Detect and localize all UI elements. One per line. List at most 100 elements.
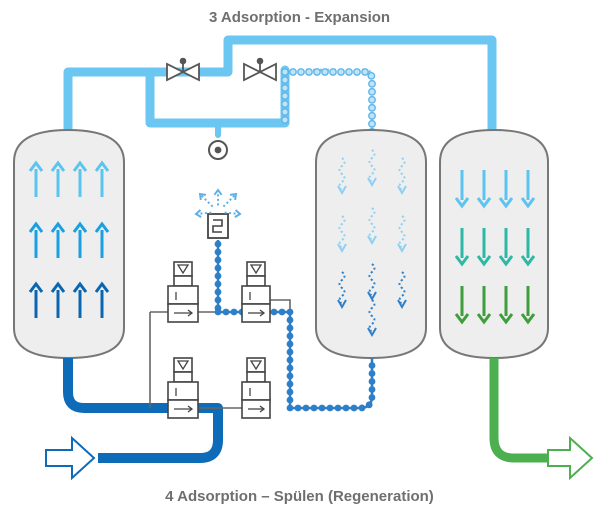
pipe-dot bbox=[286, 308, 294, 316]
pipe-dot bbox=[358, 404, 366, 412]
flow-arrow bbox=[94, 160, 110, 197]
solenoid-valve-icon bbox=[167, 357, 199, 419]
solenoid-valve-icon bbox=[241, 357, 271, 419]
right-adsorber bbox=[439, 128, 549, 360]
pipe-dot bbox=[361, 68, 369, 76]
pipe-dot bbox=[278, 308, 286, 316]
flow-arrow bbox=[498, 228, 514, 267]
expansion-wave bbox=[337, 157, 347, 196]
outlet-pipe bbox=[489, 358, 548, 463]
top-caption: 3 Adsorption - Expansion bbox=[208, 9, 391, 26]
exhaust-arrow bbox=[224, 209, 242, 218]
butterfly-valve-icon bbox=[166, 57, 200, 82]
flow-arrow bbox=[454, 286, 470, 325]
flow-arrow bbox=[520, 286, 536, 325]
flow-arrow bbox=[520, 170, 536, 209]
pipe-dot bbox=[326, 404, 334, 412]
outlet-arrow-icon bbox=[547, 435, 594, 481]
pipe-dot bbox=[286, 324, 294, 332]
exhaust-arrows bbox=[194, 188, 242, 218]
purge-dotted-markers bbox=[214, 240, 376, 412]
pipe-dot bbox=[310, 404, 318, 412]
expansion-wave bbox=[367, 263, 377, 302]
pipe-dot bbox=[297, 68, 305, 76]
flow-arrow bbox=[50, 160, 66, 197]
pipe-dot bbox=[214, 248, 222, 256]
pipe-dot bbox=[368, 386, 376, 393]
top-pipe bbox=[63, 35, 497, 145]
pressure-gauge-icon bbox=[208, 140, 228, 160]
pipe-dot bbox=[329, 68, 337, 76]
pipe-dot bbox=[368, 103, 376, 112]
pipe-dot bbox=[230, 308, 238, 316]
pipe-dot bbox=[214, 256, 222, 264]
right-flow-arrows bbox=[454, 170, 536, 325]
expansion-wave bbox=[397, 215, 407, 254]
pipe-dot bbox=[368, 370, 376, 377]
pipe-dot bbox=[214, 308, 222, 316]
pipe-dot bbox=[281, 84, 289, 92]
flow-arrow bbox=[72, 160, 88, 197]
bottom-caption: 4 Adsorption – Spülen (Regeneration) bbox=[165, 488, 434, 505]
flow-arrow bbox=[50, 281, 66, 318]
inlet-arrow-icon bbox=[45, 435, 96, 481]
flow-arrow bbox=[94, 281, 110, 318]
butterfly-valve-icon bbox=[243, 57, 277, 82]
pipe-dot bbox=[365, 401, 373, 409]
pipe-dot bbox=[318, 404, 326, 412]
pipe-dot bbox=[367, 71, 376, 80]
pipe-dot bbox=[342, 404, 350, 412]
top-dotted-markers bbox=[281, 68, 376, 136]
pipe-dot bbox=[286, 380, 294, 388]
pipe-dot bbox=[281, 68, 289, 76]
pipe-dot bbox=[214, 272, 222, 280]
pipe-dot bbox=[313, 68, 321, 76]
expansion-wave bbox=[367, 207, 377, 246]
pipe-dot bbox=[368, 95, 376, 104]
pipe-dot bbox=[281, 92, 289, 100]
middle-expansion-waves bbox=[337, 149, 407, 338]
expansion-wave bbox=[367, 299, 377, 338]
flow-arrow bbox=[454, 228, 470, 267]
pipe-dot bbox=[368, 87, 376, 96]
flow-arrow bbox=[520, 228, 536, 267]
flow-arrow bbox=[72, 281, 88, 318]
exhaust-arrow bbox=[222, 192, 238, 208]
flow-arrow bbox=[476, 286, 492, 325]
flow-arrow bbox=[498, 286, 514, 325]
solenoid-valve-group bbox=[167, 261, 271, 419]
pipe-dot bbox=[345, 68, 353, 76]
pipe-dot bbox=[286, 348, 294, 356]
pipe-dot bbox=[214, 264, 222, 272]
pipe-dot bbox=[286, 340, 294, 348]
pipe-dot bbox=[286, 404, 294, 412]
pipe-dot bbox=[214, 240, 222, 248]
pipe-dot bbox=[281, 100, 289, 108]
expansion-wave bbox=[397, 157, 407, 196]
flow-arrow bbox=[28, 281, 44, 318]
exhaust-silencer-icon bbox=[207, 213, 229, 239]
pipe-dot bbox=[353, 68, 361, 76]
expansion-wave bbox=[337, 271, 347, 310]
pipe-dot bbox=[368, 119, 376, 128]
middle-adsorber bbox=[315, 128, 427, 360]
flow-arrow bbox=[498, 170, 514, 209]
pipe-dot bbox=[286, 316, 294, 324]
exhaust-arrow bbox=[213, 188, 223, 206]
pipe-dot bbox=[368, 362, 376, 369]
pipe-dot bbox=[286, 372, 294, 380]
pipe-dot bbox=[214, 280, 222, 288]
pipe-dot bbox=[294, 404, 302, 412]
pipe-dot bbox=[337, 68, 345, 76]
flow-arrow bbox=[50, 221, 66, 258]
pipe-dot bbox=[350, 404, 358, 412]
pipe-dot bbox=[214, 296, 222, 304]
flow-arrow bbox=[476, 170, 492, 209]
pipe-dot bbox=[302, 404, 310, 412]
expansion-wave bbox=[397, 271, 407, 310]
pipe-dot bbox=[305, 68, 313, 76]
flow-arrow bbox=[28, 221, 44, 258]
solenoid-valve-icon bbox=[167, 261, 199, 323]
flow-arrow bbox=[28, 160, 44, 197]
